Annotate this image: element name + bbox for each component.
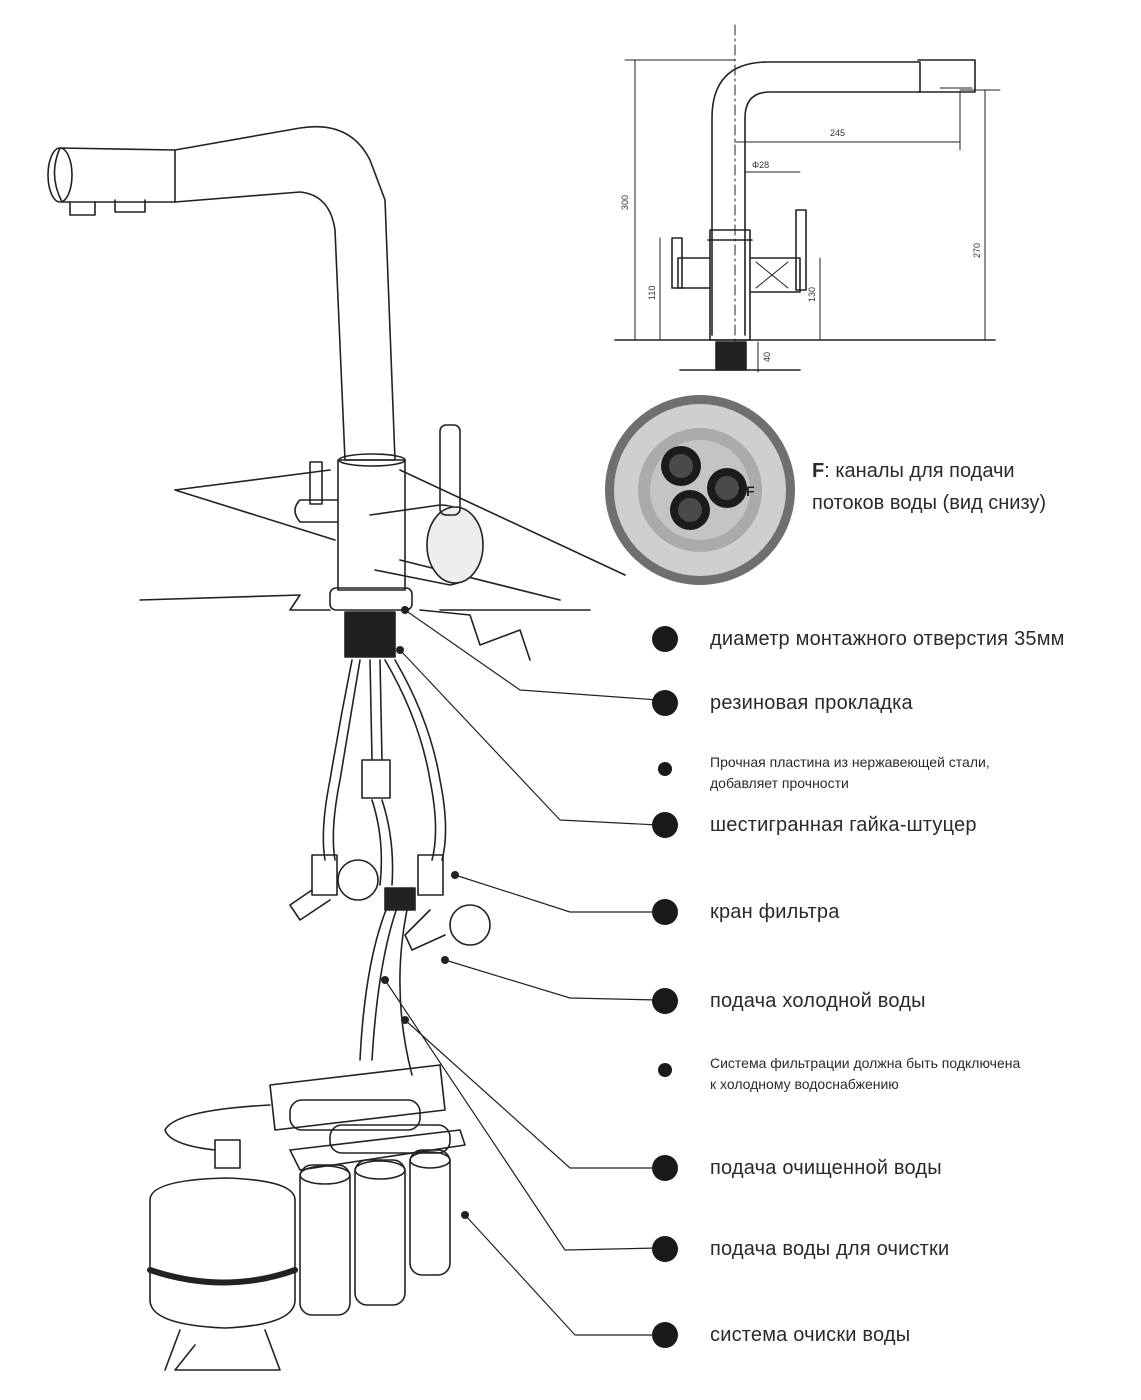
bullet-dot: [658, 762, 672, 776]
callout-filtration-system: система очиски воды: [652, 1322, 910, 1348]
bottom-view-caption: F: каналы для подачи потоков воды (вид с…: [812, 455, 1112, 519]
callout-label: резиновая прокладка: [710, 692, 913, 714]
bullet-dot: [652, 812, 678, 838]
faucet-illustration: [47, 125, 659, 1371]
callout-label: Система фильтрации должна быть подключен…: [710, 1055, 1021, 1092]
bullet-dot: [652, 988, 678, 1014]
dim-130: 130: [807, 287, 817, 302]
bullet-dot: [652, 1236, 678, 1262]
bullet-dot: [658, 1063, 672, 1077]
dim-110: 110: [647, 286, 657, 300]
callout-label: система очиски воды: [710, 1324, 911, 1346]
faucet-dimension-drawing: [614, 24, 1001, 373]
callout-label: диаметр монтажного отверстия 35мм: [710, 628, 1065, 650]
caption-letter: F: [812, 460, 825, 482]
callout-hex-nut: шестигранная гайка-штуцер: [652, 812, 977, 838]
callout-label: кран фильтра: [710, 901, 840, 923]
bullet-dot: [652, 690, 678, 716]
callout-filter-tap: кран фильтра: [652, 899, 840, 925]
dim-245: 245: [830, 128, 845, 138]
callout-rubber-gasket: резиновая прокладка: [652, 690, 913, 716]
bottom-view-image: F: [605, 395, 795, 585]
caption-line-1: : каналы для подачи: [824, 460, 1015, 482]
callout-filtration-note: Система фильтрации должна быть подключен…: [658, 1053, 1090, 1095]
bullet-dot: [652, 899, 678, 925]
callout-water-to-filter: подача воды для очистки: [652, 1236, 949, 1262]
bullet-dot: [652, 1322, 678, 1348]
callout-label: подача холодной воды: [710, 990, 926, 1012]
dim-300: 300: [620, 195, 630, 210]
bullet-dot: [652, 626, 678, 652]
callout-purified-water: подача очищенной воды: [652, 1155, 942, 1181]
caption-line-2: потоков воды (вид снизу): [812, 492, 1047, 514]
dim-270: 270: [972, 243, 982, 258]
callout-label: подача воды для очистки: [710, 1238, 950, 1260]
callout-steel-plate: Прочная пластина из нержавеющей стали, д…: [658, 752, 1090, 794]
callout-label: шестигранная гайка-штуцер: [710, 814, 977, 836]
callout-label: Прочная пластина из нержавеющей стали, д…: [710, 754, 990, 791]
callout-cold-water: подача холодной воды: [652, 988, 926, 1014]
bullet-dot: [652, 1155, 678, 1181]
port-letter: F: [746, 483, 755, 499]
callout-label: подача очищенной воды: [710, 1157, 942, 1179]
dimension-labels: 245 Φ28 300 270 110 130 40: [620, 128, 982, 362]
dim-40: 40: [762, 352, 772, 362]
dim-phi28: Φ28: [752, 160, 769, 170]
callout-mounting-hole: диаметр монтажного отверстия 35мм: [652, 626, 1065, 652]
